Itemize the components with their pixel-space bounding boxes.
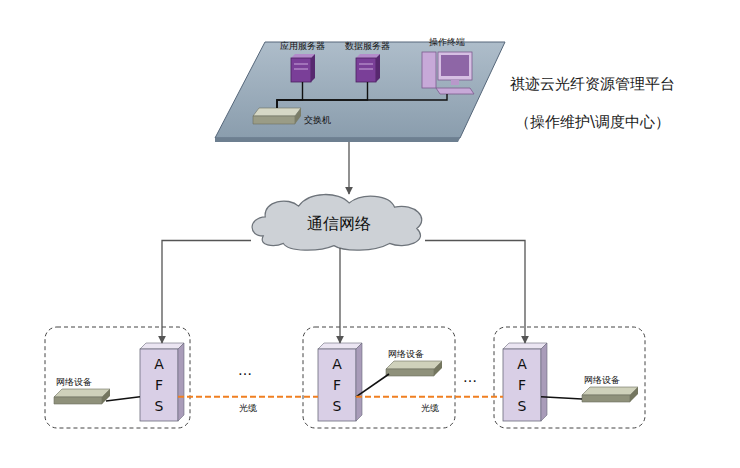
network-device: 网络设备	[386, 348, 442, 378]
site-frame	[303, 327, 455, 428]
terminal-icon	[420, 50, 474, 94]
arrow-line	[162, 241, 251, 344]
network-cloud: 通信网络	[243, 188, 435, 252]
switch-label: 交换机	[304, 114, 331, 126]
fiber-cable	[178, 396, 318, 398]
server-label: 数据服务器	[345, 40, 390, 52]
cloud-label: 通信网络	[307, 214, 371, 235]
platform-title: （操作维护\调度中心）	[515, 113, 670, 132]
site-frame	[494, 327, 645, 428]
platform-title: 祺迹云光纤资源管理平台	[510, 75, 675, 94]
afs-cabinet: AFS	[503, 343, 547, 421]
server-icon	[356, 54, 380, 82]
afs-cabinet: AFS	[140, 343, 184, 421]
edge-label: 光缆	[420, 402, 440, 415]
server-label: 应用服务器	[280, 40, 325, 52]
platform: 祺迹云光纤资源管理平台（操作维护\调度中心）应用服务器数据服务器操作终端交换机	[215, 42, 505, 138]
link-line	[106, 397, 140, 401]
app-server: 应用服务器	[280, 40, 325, 82]
device-label: 网络设备	[56, 376, 92, 388]
device-icon	[582, 387, 638, 404]
device-label: 网络设备	[388, 348, 424, 360]
switch-icon	[253, 108, 301, 126]
site-frame	[45, 327, 190, 428]
network-device: 网络设备	[582, 374, 638, 404]
device-icon	[54, 389, 110, 406]
device-label: 网络设备	[584, 374, 620, 386]
terminal-label: 操作终端	[429, 36, 465, 48]
platform-plate	[215, 42, 505, 138]
arrow-line	[425, 241, 525, 344]
ellipsis-mark: …	[238, 362, 254, 378]
afs-label: AFS	[330, 354, 344, 417]
ellipsis-mark: …	[463, 369, 479, 385]
afs-cabinet: AFS	[318, 343, 362, 421]
server-icon	[291, 54, 315, 82]
arrow-line	[339, 248, 340, 343]
data-server: 数据服务器	[345, 40, 390, 82]
operator-terminal: 操作终端	[420, 36, 474, 94]
afs-label: AFS	[515, 354, 529, 417]
arrow-line	[348, 142, 349, 194]
edge-label: 光缆	[238, 402, 258, 415]
switch: 交换机	[253, 108, 331, 126]
fiber-cable	[356, 396, 503, 398]
afs-label: AFS	[152, 354, 166, 417]
network-device: 网络设备	[54, 376, 110, 406]
device-icon	[386, 361, 442, 378]
